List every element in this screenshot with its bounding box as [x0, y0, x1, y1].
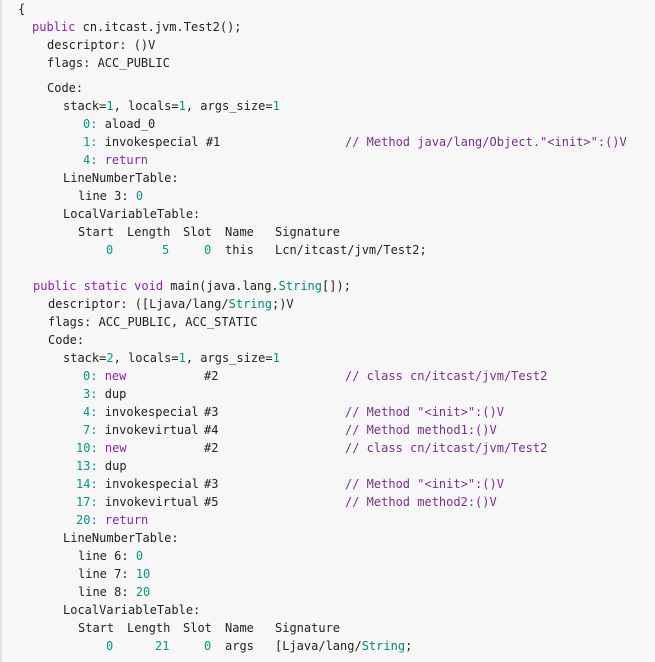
lvt-cell-name: args — [225, 639, 254, 653]
ctor-instruction-comment: // Method java/lang/Object."<init>":()V — [345, 135, 627, 149]
ctor-code-label: Code: — [47, 81, 84, 95]
lvt-header-name: Name — [225, 621, 254, 635]
lvt-cell-signature: Lcn/itcast/jvm/Test2; — [275, 243, 427, 257]
main-instruction-arg: #3 — [204, 477, 219, 491]
lvt-cell-slot: 0 — [204, 639, 212, 653]
main-line-number-entry: line 6: 0 — [78, 549, 144, 563]
lvt-header-signature: Signature — [275, 621, 341, 635]
main-instruction-comment: // Method method2:()V — [345, 495, 497, 509]
lvt-header-start: Start — [78, 225, 115, 239]
main-instruction: 7: invokevirtual — [83, 423, 199, 437]
ctor-signature: public cn.itcast.jvm.Test2(); — [32, 20, 242, 34]
open-brace: { — [18, 2, 26, 16]
lvt-header-name: Name — [225, 225, 254, 239]
main-instruction-comment: // class cn/itcast/jvm/Test2 — [345, 441, 548, 455]
main-instruction: 17: invokevirtual — [76, 495, 199, 509]
ctor-instruction: 4: return — [83, 153, 149, 167]
main-local-variable-table-label: LocalVariableTable: — [63, 603, 201, 617]
main-instruction-arg: #2 — [204, 441, 219, 455]
main-signature: public static void main(java.lang.String… — [33, 279, 351, 293]
main-instruction: 14: invokespecial — [76, 477, 199, 491]
main-flags: flags: ACC_PUBLIC, ACC_STATIC — [48, 315, 258, 329]
main-instruction: 0: new — [83, 369, 127, 383]
main-instruction-arg: #5 — [204, 495, 219, 509]
ctor-instruction: 1: invokespecial #1 — [83, 135, 221, 149]
lvt-cell-slot: 0 — [204, 243, 212, 257]
ctor-line-number-entry: line 3: 0 — [78, 189, 144, 203]
lvt-cell-length: 5 — [162, 243, 170, 257]
main-code-label: Code: — [48, 333, 85, 347]
lvt-cell-start: 0 — [106, 243, 114, 257]
main-line-number-entry: line 7: 10 — [78, 567, 151, 581]
main-instruction-arg: #4 — [204, 423, 219, 437]
main-instruction: 13: dup — [76, 459, 127, 473]
main-instruction-arg: #2 — [204, 369, 219, 383]
main-instruction-arg: #3 — [204, 405, 219, 419]
lvt-header-length: Length — [127, 225, 171, 239]
main-instruction-comment: // Method "<init>":()V — [345, 405, 504, 419]
lvt-header-length: Length — [127, 621, 171, 635]
lvt-cell-start: 0 — [106, 639, 114, 653]
main-instruction-comment: // Method "<init>":()V — [345, 477, 504, 491]
lvt-header-signature: Signature — [275, 225, 341, 239]
main-stack-info: stack=2, locals=1, args_size=1 — [63, 351, 280, 365]
ctor-line-number-table-label: LineNumberTable: — [63, 171, 179, 185]
lvt-cell-name: this — [225, 243, 254, 257]
ctor-local-variable-table-label: LocalVariableTable: — [63, 207, 201, 221]
main-instruction: 10: new — [76, 441, 127, 455]
main-instruction: 4: invokespecial — [83, 405, 199, 419]
main-line-number-entry: line 8: 20 — [78, 585, 151, 599]
main-instruction: 3: dup — [83, 387, 127, 401]
ctor-flags: flags: ACC_PUBLIC — [47, 56, 170, 70]
ctor-descriptor: descriptor: ()V — [47, 38, 156, 52]
lvt-cell-length: 21 — [155, 639, 170, 653]
ctor-stack-info: stack=1, locals=1, args_size=1 — [63, 99, 280, 113]
ctor-instruction: 0: aload_0 — [83, 117, 156, 131]
main-instruction-comment: // Method method1:()V — [345, 423, 497, 437]
lvt-cell-signature: [Ljava/lang/String; — [275, 639, 413, 653]
lvt-header-start: Start — [78, 621, 115, 635]
lvt-header-slot: Slot — [183, 225, 212, 239]
main-instruction: 20: return — [76, 513, 149, 527]
main-descriptor: descriptor: ([Ljava/lang/String;)V — [48, 297, 294, 311]
lvt-header-slot: Slot — [183, 621, 212, 635]
main-instruction-comment: // class cn/itcast/jvm/Test2 — [345, 369, 548, 383]
main-line-number-table-label: LineNumberTable: — [63, 531, 179, 545]
